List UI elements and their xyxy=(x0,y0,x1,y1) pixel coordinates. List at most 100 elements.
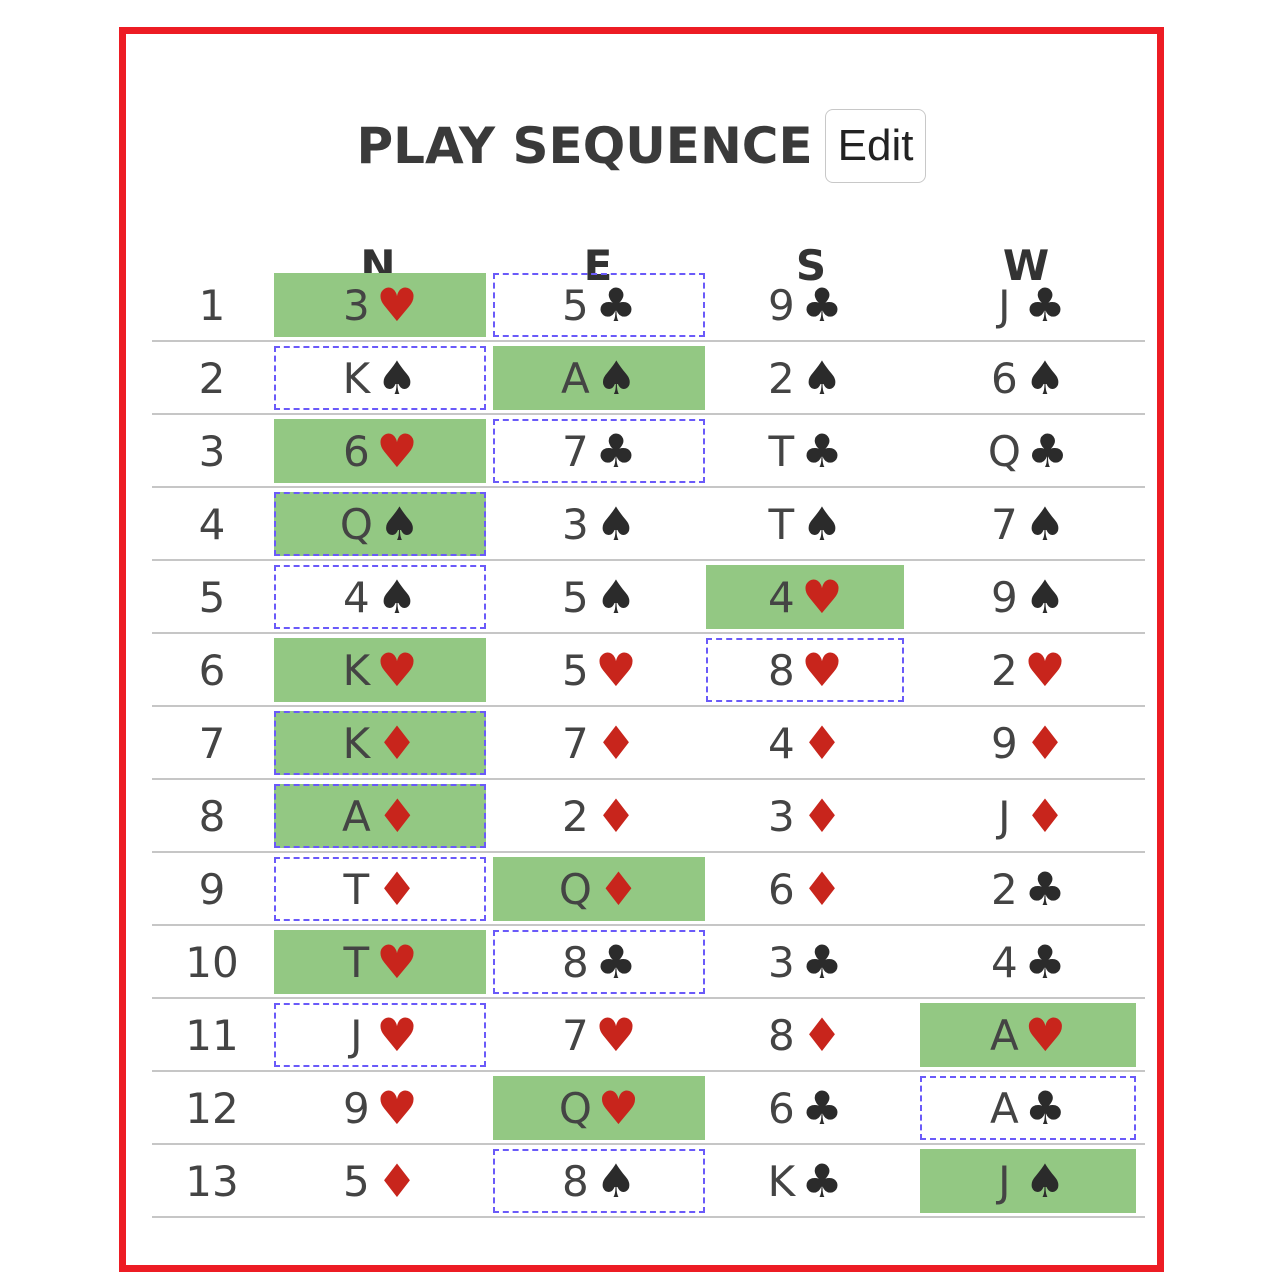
diamond-suit-icon: ♦ xyxy=(376,716,418,770)
diamond-suit-icon: ♦ xyxy=(801,789,843,843)
diamond-suit-icon: ♦ xyxy=(801,862,843,916)
card-rank: A xyxy=(561,353,590,403)
card-rank: 4 xyxy=(768,718,795,768)
card-cell-n[interactable]: 4♠ xyxy=(274,565,486,629)
card-rank: 4 xyxy=(768,572,795,622)
card-rank: J xyxy=(998,791,1011,841)
card-cell-e[interactable]: A♠ xyxy=(493,346,705,410)
card-cell-w[interactable]: 2♣ xyxy=(920,857,1136,921)
trick-number: 13 xyxy=(185,1157,239,1206)
card-rank: T xyxy=(343,864,370,914)
card-cell-w[interactable]: A♥ xyxy=(920,1003,1136,1067)
card-rank: 2 xyxy=(991,645,1018,695)
card-cell-w[interactable]: 2♥ xyxy=(920,638,1136,702)
card-cell-w[interactable]: J♦ xyxy=(920,784,1136,848)
card-rank: 9 xyxy=(343,1083,370,1133)
card-cell-e[interactable]: 8♣ xyxy=(493,930,705,994)
diamond-suit-icon: ♦ xyxy=(1024,716,1066,770)
trick-number: 9 xyxy=(198,865,226,914)
club-suit-icon: ♣ xyxy=(595,278,637,332)
card-rank: 7 xyxy=(562,426,589,476)
card-cell-e[interactable]: 8♠ xyxy=(493,1149,705,1213)
card-cell-s[interactable]: 6♦ xyxy=(706,857,904,921)
card-rank: T xyxy=(343,937,370,987)
spade-suit-icon: ♠ xyxy=(595,1154,637,1208)
card-cell-w[interactable]: 9♠ xyxy=(920,565,1136,629)
card-cell-w[interactable]: J♣ xyxy=(920,273,1136,337)
card-cell-s[interactable]: 8♥ xyxy=(706,638,904,702)
card-cell-n[interactable]: K♥ xyxy=(274,638,486,702)
card-cell-s[interactable]: 3♣ xyxy=(706,930,904,994)
card-rank: 9 xyxy=(768,280,795,330)
card-rank: 7 xyxy=(562,1010,589,1060)
spade-suit-icon: ♠ xyxy=(1024,1154,1066,1208)
card-rank: Q xyxy=(339,499,373,549)
spade-suit-icon: ♠ xyxy=(595,351,637,405)
card-rank: 2 xyxy=(768,353,795,403)
table-row: 13 5♦8♠K♣J♠ xyxy=(152,1145,1145,1218)
card-cell-s[interactable]: T♠ xyxy=(706,492,904,556)
card-cell-n[interactable]: 6♥ xyxy=(274,419,486,483)
spade-suit-icon: ♠ xyxy=(801,351,843,405)
diamond-suit-icon: ♦ xyxy=(801,716,843,770)
spade-suit-icon: ♠ xyxy=(801,497,843,551)
card-cell-n[interactable]: J♥ xyxy=(274,1003,486,1067)
card-cell-w[interactable]: 4♣ xyxy=(920,930,1136,994)
card-rank: K xyxy=(342,645,371,695)
card-cell-w[interactable]: A♣ xyxy=(920,1076,1136,1140)
card-rank: 3 xyxy=(768,791,795,841)
card-cell-e[interactable]: Q♦ xyxy=(493,857,705,921)
card-cell-e[interactable]: 3♠ xyxy=(493,492,705,556)
trick-number: 8 xyxy=(198,792,226,841)
spade-suit-icon: ♠ xyxy=(1024,351,1066,405)
card-cell-e[interactable]: 7♣ xyxy=(493,419,705,483)
card-cell-n[interactable]: T♦ xyxy=(274,857,486,921)
card-cell-e[interactable]: 5♠ xyxy=(493,565,705,629)
spade-suit-icon: ♠ xyxy=(595,497,637,551)
card-cell-n[interactable]: A♦ xyxy=(274,784,486,848)
card-cell-n[interactable]: T♥ xyxy=(274,930,486,994)
heart-suit-icon: ♥ xyxy=(595,643,637,697)
heart-suit-icon: ♥ xyxy=(1024,643,1066,697)
spade-suit-icon: ♠ xyxy=(378,497,421,551)
card-cell-e[interactable]: 5♥ xyxy=(493,638,705,702)
card-cell-w[interactable]: 7♠ xyxy=(920,492,1136,556)
card-cell-n[interactable]: K♦ xyxy=(274,711,486,775)
card-cell-s[interactable]: 6♣ xyxy=(706,1076,904,1140)
card-cell-s[interactable]: 8♦ xyxy=(706,1003,904,1067)
card-cell-n[interactable]: 5♦ xyxy=(274,1149,486,1213)
diamond-suit-icon: ♦ xyxy=(1024,789,1066,843)
card-cell-w[interactable]: 9♦ xyxy=(920,711,1136,775)
card-cell-e[interactable]: 7♥ xyxy=(493,1003,705,1067)
card-cell-w[interactable]: 6♠ xyxy=(920,346,1136,410)
card-cell-s[interactable]: 4♦ xyxy=(706,711,904,775)
card-cell-s[interactable]: 4♥ xyxy=(706,565,904,629)
card-cell-e[interactable]: 5♣ xyxy=(493,273,705,337)
club-suit-icon: ♣ xyxy=(1024,935,1066,989)
heart-suit-icon: ♥ xyxy=(376,1081,418,1135)
card-cell-e[interactable]: Q♥ xyxy=(493,1076,705,1140)
card-cell-w[interactable]: J♠ xyxy=(920,1149,1136,1213)
edit-button[interactable]: Edit xyxy=(824,109,927,183)
card-cell-e[interactable]: 7♦ xyxy=(493,711,705,775)
card-cell-s[interactable]: 3♦ xyxy=(706,784,904,848)
card-cell-w[interactable]: Q♣ xyxy=(920,419,1136,483)
card-cell-n[interactable]: 9♥ xyxy=(274,1076,486,1140)
card-cell-n[interactable]: K♠ xyxy=(274,346,486,410)
diamond-suit-icon: ♦ xyxy=(597,862,640,916)
card-cell-s[interactable]: T♣ xyxy=(706,419,904,483)
card-rank: 3 xyxy=(343,280,370,330)
card-cell-e[interactable]: 2♦ xyxy=(493,784,705,848)
card-cell-s[interactable]: K♣ xyxy=(706,1149,904,1213)
club-suit-icon: ♣ xyxy=(1026,424,1069,478)
card-cell-s[interactable]: 2♠ xyxy=(706,346,904,410)
trick-number: 3 xyxy=(198,427,226,476)
trick-number: 7 xyxy=(198,719,226,768)
card-cell-s[interactable]: 9♣ xyxy=(706,273,904,337)
card-cell-n[interactable]: 3♥ xyxy=(274,273,486,337)
card-cell-n[interactable]: Q♠ xyxy=(274,492,486,556)
